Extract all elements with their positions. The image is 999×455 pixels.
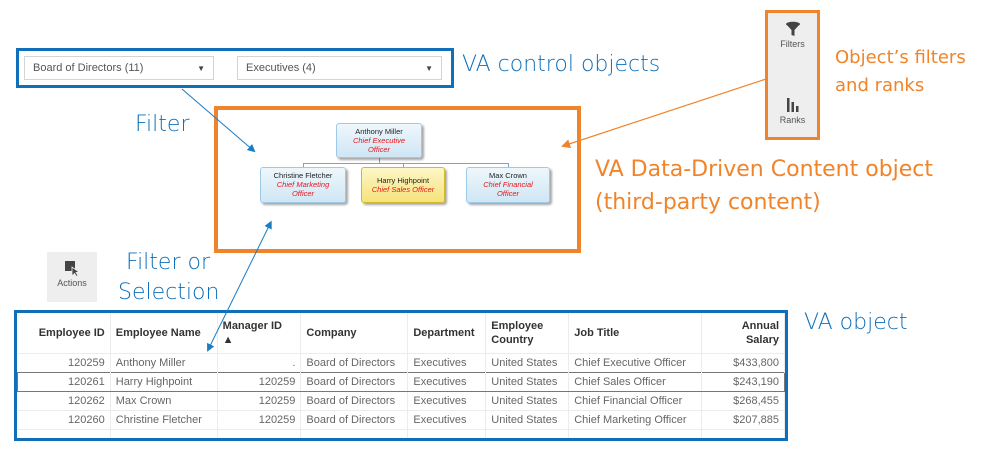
annotation-ddc-object: VA Data-Driven Content object (third-par… — [595, 153, 933, 219]
org-node-title: Officer — [367, 145, 391, 154]
cell-salary: $207,885 — [701, 409, 785, 429]
column-header-company[interactable]: Company — [300, 313, 409, 353]
org-connector — [303, 163, 304, 167]
table-header-row: Employee ID Employee Name Manager ID ▲ C… — [17, 313, 785, 353]
object-filters-ranks-panel: Filters Ranks — [765, 10, 820, 140]
cell-job-title: Chief Executive Officer — [568, 352, 703, 372]
chevron-down-icon: ▼ — [425, 63, 433, 73]
column-header-employee-id[interactable]: Employee ID — [17, 313, 111, 353]
column-header-annual-salary[interactable]: Annual Salary — [701, 313, 785, 353]
cell-employee-id: 120262 — [17, 390, 111, 410]
cell-employee-name: Anthony Miller — [110, 352, 218, 372]
filters-button[interactable]: Filters — [768, 21, 817, 49]
actions-button[interactable]: Actions — [47, 252, 97, 302]
column-header-manager-id[interactable]: Manager ID ▲ — [217, 313, 302, 353]
annotation-ddc-line1: VA Data-Driven Content object — [595, 157, 934, 182]
org-node-title: Chief Sales Officer — [371, 185, 435, 194]
table-row[interactable]: 120262 Max Crown 120259 Board of Directo… — [17, 390, 785, 410]
cell-manager-id: 120259 — [217, 371, 302, 392]
org-node-name: Max Crown — [489, 171, 527, 180]
cell-job-title: Chief Financial Officer — [568, 390, 703, 410]
org-node-title: Chief Executive — [352, 136, 406, 145]
org-node-title: Chief Marketing — [276, 180, 330, 189]
cell-salary: $243,190 — [701, 371, 785, 392]
org-node-name: Christine Fletcher — [273, 171, 333, 180]
cell-employee-name: Harry Highpoint — [110, 371, 218, 392]
va-control-objects-box: Board of Directors (11) ▼ Executives (4)… — [16, 48, 454, 88]
department-dropdown[interactable]: Executives (4) ▼ — [237, 56, 442, 80]
annotation-filters-ranks-line2: and ranks — [835, 75, 925, 96]
ranks-bar-icon — [786, 98, 798, 112]
cell-department: Executives — [407, 390, 487, 410]
filters-label: Filters — [780, 39, 805, 49]
column-header-job-title[interactable]: Job Title — [568, 313, 703, 353]
org-node-cmo[interactable]: Christine Fletcher Chief Marketing Offic… — [260, 167, 346, 203]
cell-company: Board of Directors — [300, 390, 409, 410]
annotation-filters-ranks: Object’s filters and ranks — [835, 44, 966, 100]
cell-department: Executives — [407, 371, 487, 392]
company-dropdown-value: Board of Directors (11) — [33, 62, 144, 74]
org-node-cfo[interactable]: Max Crown Chief Financial Officer — [466, 167, 550, 203]
cell-company: Board of Directors — [300, 352, 409, 372]
org-node-name: Harry Highpoint — [376, 176, 430, 185]
cell-salary: $268,455 — [701, 390, 785, 410]
org-node-ceo[interactable]: Anthony Miller Chief Executive Officer — [336, 123, 422, 158]
annotation-selection: Selection — [118, 280, 220, 305]
annotation-filter-or: Filter or — [126, 250, 210, 275]
employee-table: Employee ID Employee Name Manager ID ▲ C… — [17, 313, 785, 438]
actions-cursor-icon — [65, 261, 80, 276]
cell-job-title: Chief Marketing Officer — [568, 409, 703, 429]
ddc-object-box: Anthony Miller Chief Executive Officer C… — [214, 106, 581, 253]
annotation-control-objects: VA control objects — [462, 52, 661, 77]
cell-country: United States — [485, 352, 570, 372]
cell-department: Executives — [407, 409, 487, 429]
org-connector — [403, 163, 404, 167]
cell-employee-id: 120260 — [17, 409, 111, 429]
cell-country: United States — [485, 371, 570, 392]
ranks-button[interactable]: Ranks — [768, 97, 817, 125]
table-row-empty — [17, 428, 785, 438]
annotation-ddc-line2: (third-party content) — [595, 190, 821, 215]
funnel-icon — [785, 21, 800, 36]
org-node-cso-selected[interactable]: Harry Highpoint Chief Sales Officer — [361, 167, 445, 203]
department-dropdown-value: Executives (4) — [246, 62, 316, 74]
cell-company: Board of Directors — [300, 371, 409, 392]
cell-salary: $433,800 — [701, 352, 785, 372]
org-node-title: Chief Financial — [483, 180, 533, 189]
org-node-title: Officer — [291, 189, 315, 198]
table-row[interactable]: 120260 Christine Fletcher 120259 Board o… — [17, 409, 785, 429]
column-header-employee-country[interactable]: Employee Country — [485, 313, 570, 353]
annotation-filter-or-selection: Filter or Selection — [118, 248, 220, 308]
org-node-title: Officer — [496, 189, 520, 198]
chevron-down-icon: ▼ — [197, 63, 205, 73]
arrow-filters-ranks — [561, 78, 767, 149]
org-node-name: Anthony Miller — [355, 127, 403, 136]
annotation-va-object: VA object — [804, 310, 908, 335]
org-connector — [508, 163, 509, 167]
table-row[interactable]: 120259 Anthony Miller . Board of Directo… — [17, 352, 785, 372]
cell-manager-id: . — [217, 352, 302, 372]
cell-employee-id: 120261 — [17, 371, 111, 392]
org-connector — [303, 163, 509, 164]
company-dropdown[interactable]: Board of Directors (11) ▼ — [24, 56, 214, 80]
actions-label: Actions — [57, 278, 87, 288]
cell-manager-id: 120259 — [217, 390, 302, 410]
cell-employee-id: 120259 — [17, 352, 111, 372]
cell-company: Board of Directors — [300, 409, 409, 429]
va-object-list-table: Employee ID Employee Name Manager ID ▲ C… — [14, 310, 788, 441]
org-connector — [379, 158, 380, 163]
cell-employee-name: Christine Fletcher — [110, 409, 218, 429]
annotation-filter: Filter — [135, 112, 190, 137]
cell-manager-id: 120259 — [217, 409, 302, 429]
cell-job-title: Chief Sales Officer — [568, 371, 703, 392]
cell-employee-name: Max Crown — [110, 390, 218, 410]
cell-department: Executives — [407, 352, 487, 372]
column-header-employee-name[interactable]: Employee Name — [110, 313, 218, 353]
annotation-filters-ranks-line1: Object’s filters — [835, 47, 966, 68]
column-header-department[interactable]: Department — [407, 313, 487, 353]
cell-country: United States — [485, 390, 570, 410]
ranks-label: Ranks — [779, 115, 806, 125]
cell-country: United States — [485, 409, 570, 429]
table-row-selected[interactable]: 120261 Harry Highpoint 120259 Board of D… — [17, 371, 785, 392]
